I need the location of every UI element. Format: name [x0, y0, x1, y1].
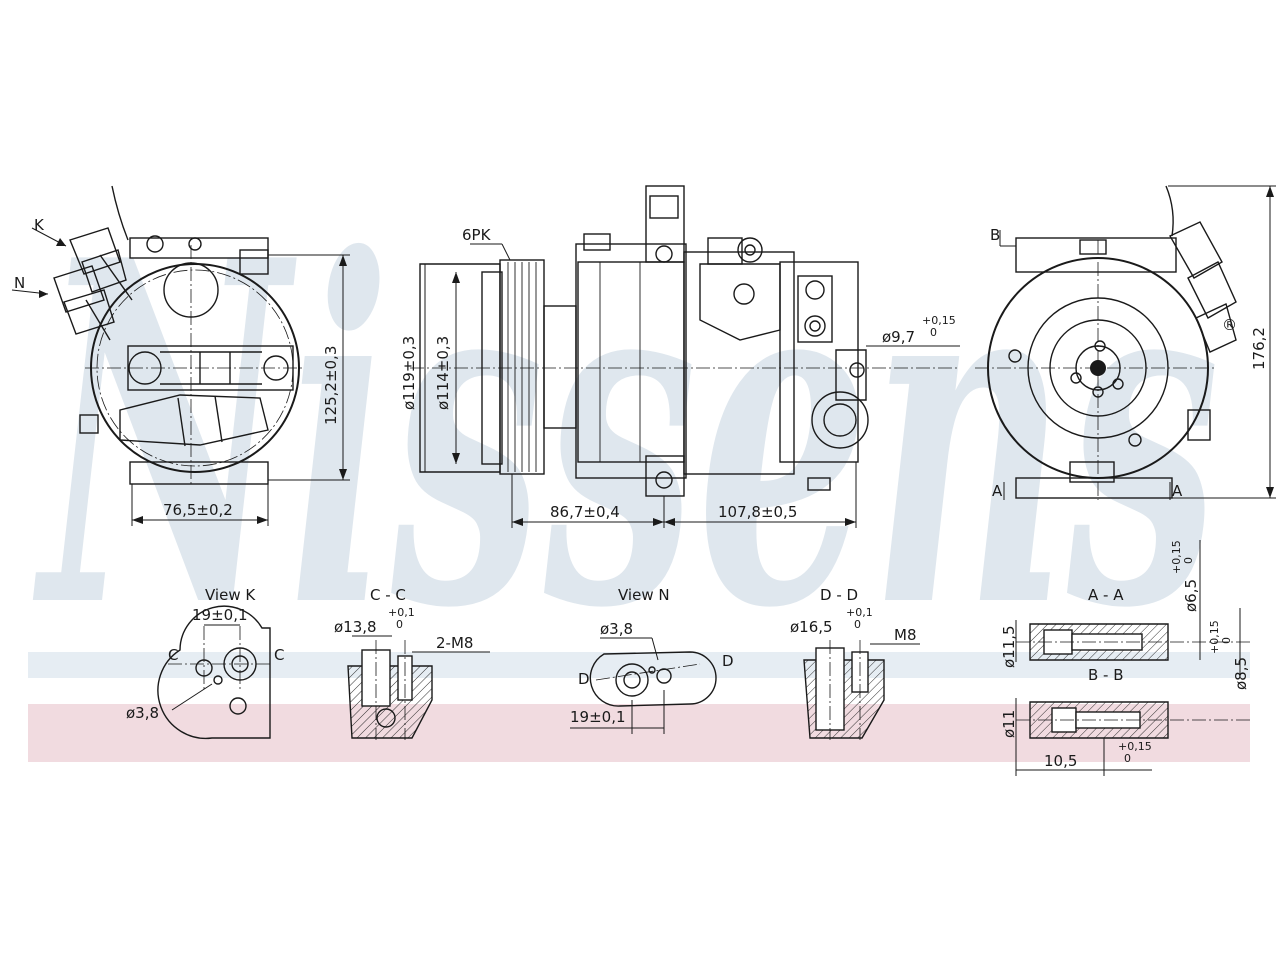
dim-body-1: 86,7±0,4 — [550, 503, 620, 521]
view-n-title: View N — [618, 586, 670, 604]
dim-height-right: 176,2 — [1250, 327, 1268, 370]
cc-thread: 2-M8 — [436, 634, 473, 652]
label-a-right: A — [1172, 482, 1183, 500]
dd-tol-up: +0,1 — [846, 606, 873, 619]
bb-tol-up: +0,15 — [1118, 740, 1152, 753]
section-a-a: A - A ø6,5 +0,15 0 ø11,5 ø8,5 +0,15 0 — [1000, 540, 1250, 690]
dim-height-left: 125,2±0,3 — [322, 346, 340, 425]
aa-dim: ø11,5 — [1000, 625, 1018, 668]
view-n-d2: D — [722, 652, 734, 670]
cc-tol-dn: 0 — [396, 618, 403, 631]
aa-top-dim: ø6,5 — [1182, 579, 1200, 612]
dim-pulley-inner: ø114±0,3 — [434, 336, 452, 410]
cc-dim: ø13,8 — [334, 618, 377, 636]
aa-dim2: ø8,5 — [1232, 657, 1250, 690]
label-k: K — [34, 216, 45, 234]
dim-pulley-outer: ø119±0,3 — [400, 336, 418, 410]
side-view: 6PK ø119±0,3 ø114±0,3 86,7±0,4 107,8±0,5… — [400, 185, 960, 528]
aa-tol-dn: 0 — [1220, 637, 1233, 644]
aa-title: A - A — [1088, 586, 1124, 604]
view-k-c2: C — [274, 646, 284, 664]
section-c-c: C - C ø13,8 +0,1 0 2-M8 — [334, 586, 490, 740]
view-k-title: View K — [205, 586, 256, 604]
view-n-d1: D — [578, 670, 590, 688]
cc-tol-up: +0,1 — [388, 606, 415, 619]
bb-tol-dn: 0 — [1124, 752, 1131, 765]
dd-title: D - D — [820, 586, 858, 604]
aa-tol-up: +0,15 — [1208, 620, 1221, 654]
bb-title: B - B — [1088, 666, 1124, 684]
dd-dim: ø16,5 — [790, 618, 833, 636]
bb-dim: ø11 — [1000, 710, 1018, 738]
detail-view-k: View K 19±0,1 C C ø3,8 — [126, 586, 284, 740]
aa-top-tol-up: +0,15 — [1170, 540, 1183, 574]
view-k-hole: ø3,8 — [126, 704, 159, 722]
view-n-hole: ø3,8 — [600, 620, 633, 638]
left-end-view: K N 125,2±0,3 76,5±0,2 — [11, 185, 350, 526]
label-b: B — [990, 226, 1000, 244]
fitting-n — [53, 265, 115, 341]
dim-width-left: 76,5±0,2 — [163, 501, 233, 519]
detail-view-n: View N ø3,8 D D 19±0,1 — [570, 586, 734, 734]
aa-top-tol-dn: 0 — [1182, 557, 1195, 564]
view-n-dim: 19±0,1 — [570, 708, 626, 726]
label-a-left: A — [992, 482, 1003, 500]
dim-mount-tol-dn: 0 — [930, 326, 937, 339]
label-pulley: 6PK — [462, 226, 492, 244]
cc-title: C - C — [370, 586, 406, 604]
watermark-logo: Nissens — [32, 159, 1220, 711]
section-d-d: D - D ø16,5 +0,1 0 M8 — [790, 586, 920, 740]
label-n: N — [14, 274, 25, 292]
dim-mount-hole: ø9,7 — [882, 328, 915, 346]
bb-len: 10,5 — [1044, 752, 1077, 770]
dim-body-2: 107,8±0,5 — [718, 503, 797, 521]
dim-mount-tol-up: +0,15 — [922, 314, 956, 327]
dd-tol-dn: 0 — [854, 618, 861, 631]
fitting-k — [69, 227, 133, 301]
dd-thread: M8 — [894, 626, 917, 644]
view-k-c1: C — [168, 646, 178, 664]
section-b-b: B - B ø11 10,5 +0,15 0 — [1000, 666, 1250, 776]
right-end-view: B A A 176,2 — [975, 185, 1276, 500]
